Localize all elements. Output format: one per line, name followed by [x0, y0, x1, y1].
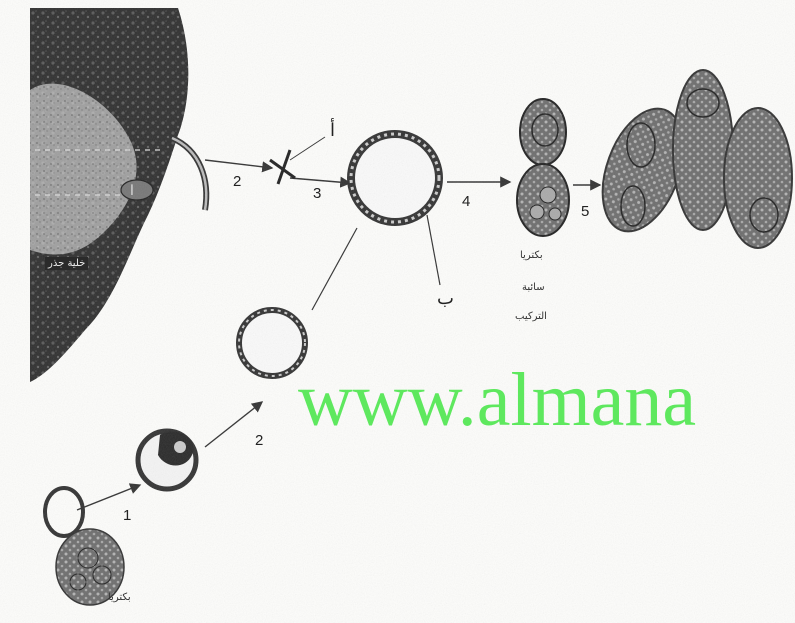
- bacteria-caption-line3: التركيب: [515, 311, 547, 322]
- step-label-3-top: 3: [313, 185, 321, 202]
- bacteria-caption-line1: بكتريا: [520, 250, 543, 261]
- step-label-2-bottom: 2: [255, 432, 263, 449]
- bacteria-caption-line2: سائبة: [522, 282, 545, 293]
- step-label-2-top: 2: [233, 173, 241, 190]
- watermark-text: www.almana: [298, 362, 696, 438]
- part-label-host: ا: [130, 182, 134, 199]
- step-label-4-top: 4: [462, 193, 470, 210]
- part-label-ba: ب: [437, 288, 454, 309]
- step-label-1-bottom: 1: [123, 507, 131, 524]
- bottom-bacteria-caption: بكتريا: [108, 592, 131, 603]
- part-label-alef: أ: [330, 120, 335, 141]
- host-cell-caption: خلية جذر: [45, 257, 88, 270]
- step-label-5-top: 5: [581, 203, 589, 220]
